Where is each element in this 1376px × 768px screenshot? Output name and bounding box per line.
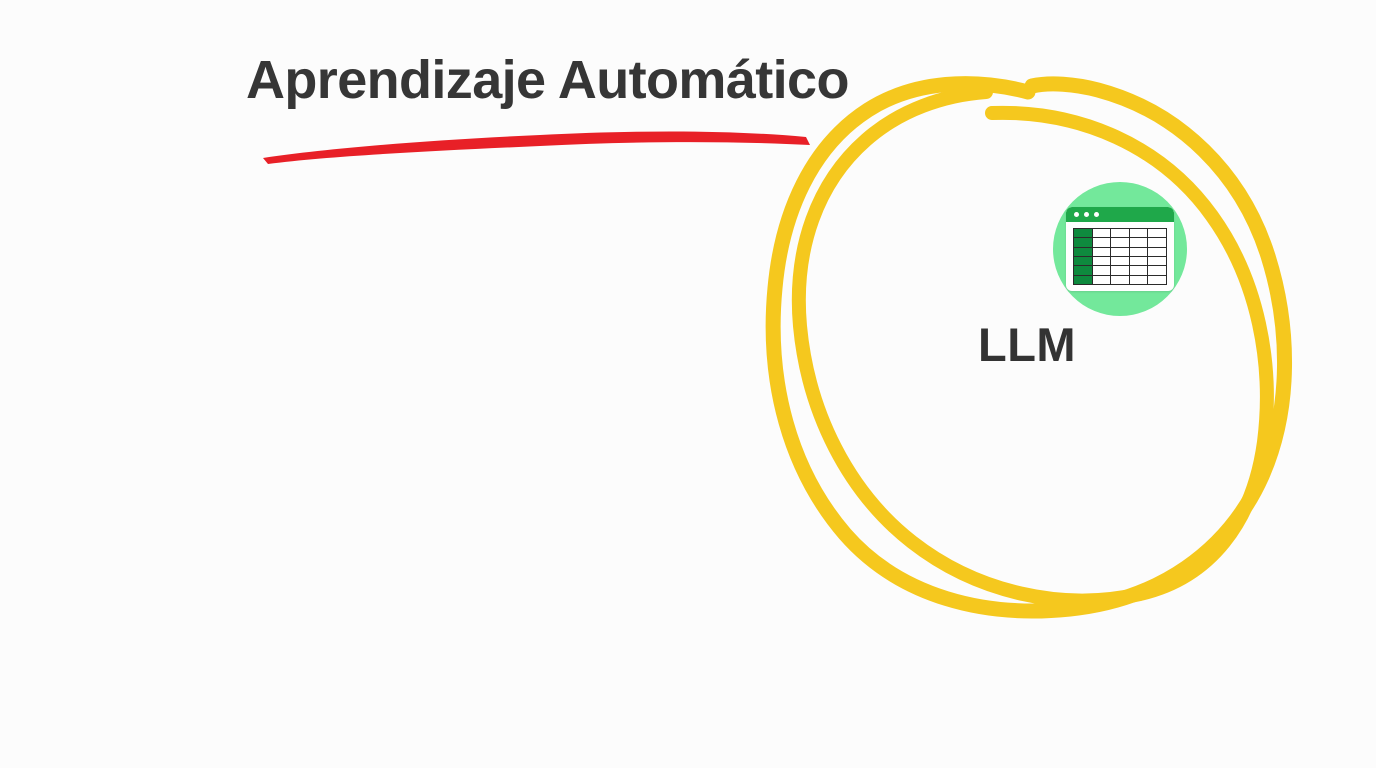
table-cell [1110, 246, 1130, 258]
header-cell [1073, 265, 1093, 276]
table-cell [1091, 237, 1112, 248]
table-cell [1128, 246, 1149, 258]
table-cell [1128, 265, 1149, 276]
table-cell [1147, 255, 1167, 267]
table-cell [1110, 255, 1130, 267]
header-cell [1073, 274, 1093, 286]
table-cell [1110, 237, 1130, 248]
table-cell [1147, 265, 1167, 276]
table-row [1073, 227, 1167, 239]
header-cell [1073, 227, 1093, 239]
table-cell [1091, 274, 1112, 286]
table-cell [1147, 246, 1167, 258]
spreadsheet-icon [1053, 182, 1187, 316]
table-cell [1147, 227, 1167, 239]
table-cell [1147, 237, 1167, 248]
table-cell [1091, 227, 1112, 239]
table-row [1073, 265, 1167, 276]
table-cell [1110, 227, 1130, 239]
table-cell [1128, 255, 1149, 267]
page-title: Aprendizaje Automático [246, 50, 849, 110]
header-cell [1073, 255, 1093, 267]
spreadsheet-grid [1073, 227, 1167, 286]
spreadsheet-titlebar [1066, 207, 1174, 222]
table-cell [1091, 246, 1112, 258]
table-row [1073, 274, 1167, 286]
title-block: Aprendizaje Automático [246, 46, 849, 166]
llm-label: LLM [978, 318, 1077, 371]
table-row [1073, 255, 1167, 267]
table-cell [1110, 265, 1130, 276]
window-dot-icon [1094, 212, 1099, 217]
header-cell [1073, 246, 1093, 258]
table-cell [1147, 274, 1167, 286]
table-cell [1091, 265, 1112, 276]
table-cell [1128, 237, 1149, 248]
table-cell [1110, 274, 1130, 286]
table-cell [1128, 227, 1149, 239]
table-row [1073, 237, 1167, 248]
window-dot-icon [1084, 212, 1089, 217]
header-cell [1073, 237, 1093, 248]
table-cell [1091, 255, 1112, 267]
table-row [1073, 246, 1167, 258]
window-dot-icon [1074, 212, 1079, 217]
spreadsheet-window [1066, 207, 1174, 291]
table-cell [1128, 274, 1149, 286]
